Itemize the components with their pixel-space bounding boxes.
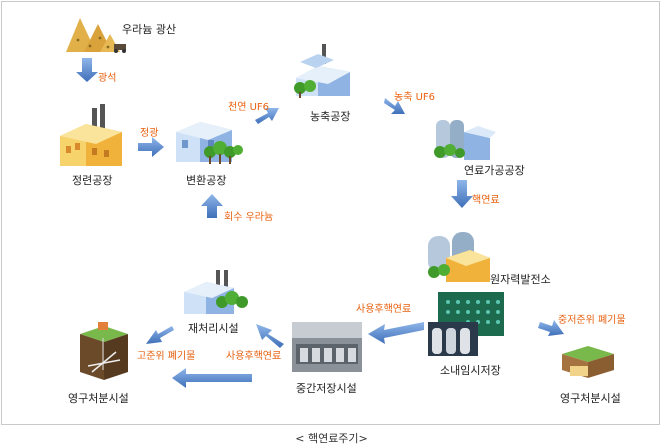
flow-label-spent-fuel-2: 사용후핵연료	[226, 351, 282, 362]
flow-label-ore: 광석	[98, 73, 117, 84]
flow-label-hlw: 고준위 폐기물	[137, 351, 196, 362]
arrow-storage-to-interim	[368, 322, 424, 344]
interim-storage-icon	[292, 322, 362, 372]
label-enrichment-plant: 농축공장	[310, 110, 351, 123]
flow-label-ilw: 중저준위 폐기물	[558, 315, 626, 326]
label-conversion-plant: 변환공장	[186, 174, 227, 187]
uranium-mine-icon	[66, 18, 126, 53]
flow-label-recovered-uranium: 회수 우라늄	[224, 212, 274, 223]
nuclear-power-plant-icon	[428, 232, 490, 282]
fuel-fabrication-icon	[434, 120, 496, 160]
arrow-mine-to-refinery	[76, 58, 98, 82]
label-disposal-right: 영구처분시설	[560, 392, 621, 405]
onsite-storage-icon	[428, 292, 504, 356]
diagram-caption: < 핵연료주기>	[295, 432, 368, 445]
arrow-interim-to-reprocessing	[256, 324, 284, 348]
arrow-enrichment-to-fabrication	[384, 98, 405, 114]
label-onsite-storage: 소내임시저장	[440, 364, 501, 377]
label-interim-storage: 중간저장시설	[296, 382, 357, 395]
conversion-plant-icon	[176, 122, 243, 164]
enrichment-plant-icon	[294, 44, 350, 98]
arrow-conversion-to-enrichment	[255, 108, 279, 124]
disposal-right-icon	[562, 346, 614, 378]
flow-label-enriched-uf6: 농축 UF6	[394, 92, 436, 103]
label-fuel-fabrication: 연료가공공장	[464, 164, 525, 177]
flow-label-fuel: 핵연료	[472, 195, 500, 206]
flow-label-concentrate: 정광	[140, 128, 159, 139]
label-refinery: 정련공장	[72, 174, 113, 187]
arrow-reprocessing-to-disposal	[146, 326, 174, 344]
arrow-interim-to-disposal	[172, 368, 252, 388]
label-uranium-mine: 우라늄 광산	[122, 23, 177, 36]
flow-label-natural-uf6: 천연 UF6	[228, 102, 270, 113]
flow-arrows	[76, 58, 564, 388]
label-disposal-left: 영구처분시설	[68, 392, 129, 405]
disposal-left-icon	[80, 322, 128, 380]
arrow-fabrication-to-powerplant	[451, 180, 473, 208]
arrow-conversion-recovered	[201, 194, 223, 218]
flow-label-spent-fuel-1: 사용후핵연료	[356, 304, 412, 315]
refinery-icon	[60, 104, 122, 166]
reprocessing-facility-icon	[184, 270, 248, 314]
label-power-plant: 원자력발전소	[490, 273, 551, 286]
arrow-powerplant-to-ilw	[538, 320, 564, 336]
diagram-frame	[1, 1, 660, 425]
arrow-refinery-to-conversion	[138, 137, 164, 157]
label-reprocessing: 재처리시설	[188, 322, 239, 335]
